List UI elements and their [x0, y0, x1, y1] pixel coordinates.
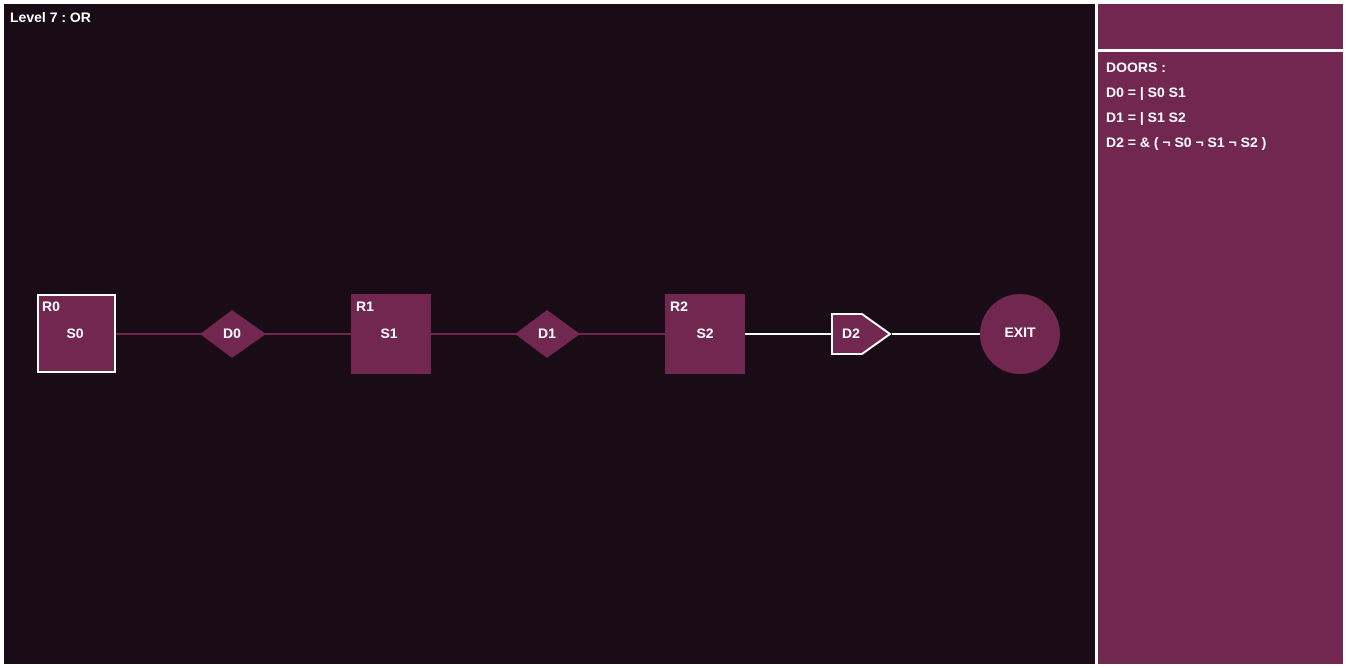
- door-d2: D2: [831, 313, 892, 355]
- level-title: Level 7 : OR: [10, 9, 91, 25]
- room-r2-label: R2: [670, 298, 688, 314]
- door-d1-label: D1: [538, 325, 556, 341]
- door-d2-label: D2: [842, 325, 860, 341]
- doors-heading: DOORS :: [1106, 59, 1166, 75]
- room-r1-label: R1: [356, 298, 374, 314]
- room-r1[interactable]: R1 S1: [351, 294, 431, 374]
- room-r2[interactable]: R2 S2: [665, 294, 745, 374]
- side-panel-header: [1098, 4, 1343, 49]
- switch-s0-label[interactable]: S0: [66, 325, 83, 341]
- door-equation-d2: D2 = & ( ¬ S0 ¬ S1 ¬ S2 ): [1106, 134, 1267, 150]
- doors-panel: DOORS : D0 = | S0 S1 D1 = | S1 S2 D2 = &…: [1098, 52, 1343, 664]
- door-d1: D1: [515, 310, 580, 358]
- switch-s2-label[interactable]: S2: [696, 325, 713, 341]
- room-r0[interactable]: R0 S0: [37, 294, 116, 373]
- door-equation-d1: D1 = | S1 S2: [1106, 109, 1186, 125]
- exit-label: EXIT: [1004, 324, 1036, 340]
- level-map: R0 S0 D0 R1 S1 D1 R2 S2 D2: [37, 294, 1060, 374]
- door-equation-d0: D0 = | S0 S1: [1106, 84, 1186, 100]
- switch-s1-label[interactable]: S1: [380, 325, 397, 341]
- door-d0-label: D0: [223, 325, 241, 341]
- game-canvas[interactable]: Level 7 : OR R0 S0 D0 R1 S1 D1: [4, 4, 1095, 664]
- exit-node: EXIT: [980, 294, 1060, 374]
- room-r0-label: R0: [42, 298, 60, 314]
- door-d0: D0: [200, 310, 266, 358]
